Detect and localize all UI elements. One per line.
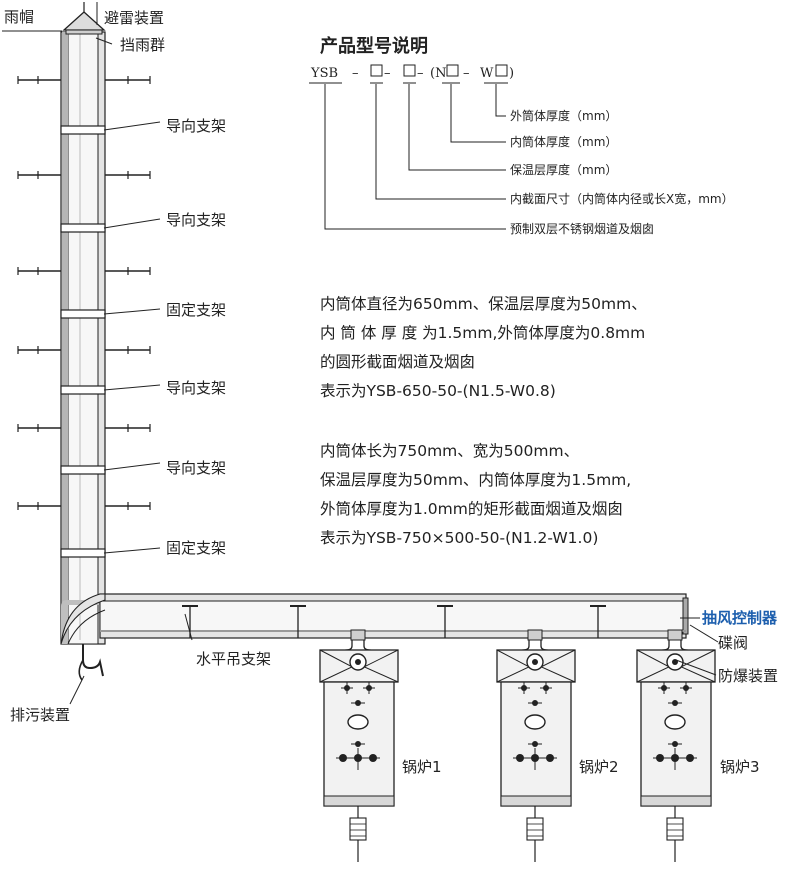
model-examples: 内筒体直径为650mm、保温层厚度为50mm、内 筒 体 厚 度 为1.5mm,… [320,295,647,547]
boilers [319,629,716,862]
model-prefix: YSB [310,66,338,81]
component-labels: 雨帽 避雷装置 挡雨群 导向支架 导向支架 固定支架 导向支架 导向支架 固定支… [4,8,778,776]
guide-support-label-1: 导向支架 [166,117,226,135]
example-line: 表示为YSB-750×500-50-(N1.2-W1.0) [320,529,598,547]
model-item-label: 内截面尺寸（内筒体内径或长X宽，mm） [510,191,734,206]
chimney-clamp [60,218,161,233]
fixed-support-label-2: 固定支架 [166,539,226,557]
lightning-label: 避雷装置 [104,9,164,27]
guide-support-label-4: 导向支架 [166,459,226,477]
example-line: 表示为YSB-650-50-(N1.5-W0.8) [320,382,556,400]
boiler-3-label: 锅炉3 [720,758,760,776]
chimney-bracket [17,171,151,179]
chimney-clamp [60,121,161,135]
guide-support-label-2: 导向支架 [166,211,226,229]
chimney-clamp [60,462,161,475]
leader-lines [2,2,719,676]
chimney-clamp [60,384,161,395]
model-title: 产品型号说明 [320,35,428,57]
hanger-support [590,605,606,638]
drain-device [69,644,104,705]
example-line: 的圆形截面烟道及烟囱 [320,353,475,371]
boiler-1-label: 锅炉1 [402,758,442,776]
chimney-bracket [17,346,151,354]
model-dash-4: – [463,66,470,81]
chimney-bracket [17,424,151,432]
hanger-supports [182,605,606,638]
chimney-bracket [17,502,151,510]
model-w: W [480,66,494,81]
example-line: 内筒体直径为650mm、保温层厚度为50mm、 [320,295,647,313]
model-dash-2: – [384,66,391,81]
drain-label: 排污装置 [10,706,70,724]
model-item-label: 预制双层不锈钢烟道及烟囱 [510,222,654,236]
explosion-proof-label: 防爆装置 [718,667,778,685]
model-box-3 [446,64,459,77]
chimney-clamp [60,547,161,558]
boiler-unit [636,629,716,862]
example-line: 内 筒 体 厚 度 为1.5mm,外筒体厚度为0.8mm [320,324,645,342]
rain-cap-label: 雨帽 [4,8,34,26]
hanger-support [437,605,453,638]
butterfly-valve-label: 碟阀 [718,634,748,652]
horizontal-duct [60,593,689,645]
example-line: 内筒体长为750mm、宽为500mm、 [320,442,579,460]
chimney-bracket [17,267,151,275]
model-box-1 [370,64,383,77]
model-item-label: 保温层厚度（mm） [510,162,617,177]
chimney-brackets [17,76,161,558]
model-item-label: 内筒体厚度（mm） [510,134,617,149]
fixed-support-label-1: 固定支架 [166,301,226,319]
model-box-2 [403,64,416,77]
hanger-support [290,605,306,638]
example-line: 外筒体厚度为1.0mm的矩形截面烟道及烟囱 [320,500,623,518]
boiler-2-label: 锅炉2 [579,758,619,776]
rain-cap [62,2,106,35]
model-code: 产品型号说明 YSB – – – (N – W ) 外筒体厚度（mm） 内筒体厚度… [309,35,734,236]
chimney-clamp [60,308,161,319]
horizontal-hanger-label: 水平吊支架 [196,650,271,668]
draft-controller-label: 抽风控制器 [702,609,778,627]
boiler-unit [319,629,399,862]
guide-support-label-3: 导向支架 [166,379,226,397]
rain-skirt-label: 挡雨群 [120,36,165,54]
model-close: ) [509,66,514,81]
example-line: 保温层厚度为50mm、内筒体厚度为1.5mm, [320,471,631,489]
model-n-open: (N [430,66,446,81]
boiler-unit [496,629,576,862]
model-box-4 [495,64,508,77]
model-dash-3: – [417,66,424,81]
chimney-bracket [17,76,151,84]
model-dash-1: – [352,66,359,81]
model-item-label: 外筒体厚度（mm） [510,108,617,123]
